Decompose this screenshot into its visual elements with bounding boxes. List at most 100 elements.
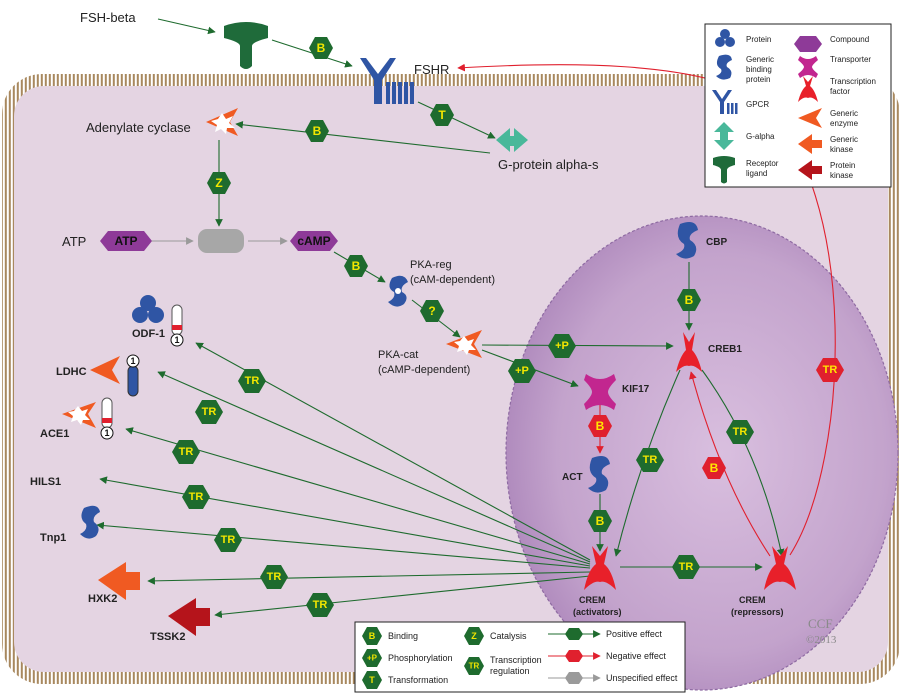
legend-compound-icon bbox=[794, 36, 822, 52]
crem-act-label-2: (activators) bbox=[573, 607, 622, 617]
creb1-label: CREB1 bbox=[708, 344, 742, 355]
badge-tr-tssk2: TR bbox=[306, 593, 334, 617]
svg-text:TR: TR bbox=[245, 375, 260, 387]
legend-unspecified-label: Unspecified effect bbox=[606, 673, 678, 683]
node-legend: Protein Generic binding protein GPCR G-a… bbox=[704, 23, 892, 188]
adenylate-cyclase-label: Adenylate cyclase bbox=[86, 120, 191, 135]
legend-positive-label: Positive effect bbox=[606, 629, 662, 639]
edge-tr-tssk2 bbox=[214, 575, 591, 619]
badge-creb1-crem-rep-tr: TR bbox=[726, 420, 754, 444]
crem-rep-label-1: CREM bbox=[739, 595, 766, 605]
legend-protein-kinase-2: kinase bbox=[830, 171, 854, 180]
copyright-ccf: CCF bbox=[808, 616, 833, 631]
svg-text:B: B bbox=[317, 41, 326, 55]
tssk2-label: TSSK2 bbox=[150, 631, 185, 643]
edge-tr-ace1 bbox=[125, 427, 591, 565]
svg-text:+P: +P bbox=[555, 340, 569, 352]
legend-gpcr-icon bbox=[712, 90, 738, 114]
ldhc-marker: 1 bbox=[126, 354, 140, 397]
badge-camp-binding: B bbox=[344, 255, 368, 277]
legend-catalysis-badge: Z bbox=[464, 627, 484, 645]
kif17-label: KIF17 bbox=[622, 384, 650, 395]
edge-tr-ldhc bbox=[157, 371, 591, 563]
fshr-gpcr-icon bbox=[360, 58, 414, 104]
legend-protein-icon bbox=[715, 29, 735, 47]
ldhc-label: LDHC bbox=[56, 366, 87, 378]
svg-text:TR: TR bbox=[189, 491, 204, 503]
legend-receptor-ligand-1: Receptor bbox=[746, 159, 779, 168]
legend-negative-label: Negative effect bbox=[606, 651, 666, 661]
svg-text:TR: TR bbox=[733, 426, 748, 438]
legend-catalysis-label: Catalysis bbox=[490, 631, 527, 641]
badge-act-binding: B bbox=[588, 510, 612, 532]
svg-text:B: B bbox=[313, 124, 322, 138]
creb1-transcription-factor-icon bbox=[676, 332, 702, 372]
edge-creb1-crem-rep bbox=[701, 369, 785, 557]
badge-creb1-crem-act-tr: TR bbox=[636, 448, 664, 472]
svg-text:B: B bbox=[596, 514, 605, 528]
tnp1-label: Tnp1 bbox=[40, 532, 66, 544]
badge-pka-creb1-phospho: +P bbox=[548, 334, 576, 358]
edge-badges: B T B Z B ? +P +P B B B TR TR B TR TR TR… bbox=[172, 37, 844, 617]
badge-crem-rep-creb1-negative: B bbox=[702, 457, 726, 479]
pka-cat-label-1: PKA-cat bbox=[378, 349, 418, 361]
ace1-marker-number: 1 bbox=[104, 428, 109, 438]
hils1-label: HILS1 bbox=[30, 476, 61, 488]
svg-text:+P: +P bbox=[515, 365, 529, 377]
legend-g-alpha-icon bbox=[714, 122, 734, 150]
legend-protein-label: Protein bbox=[746, 35, 771, 44]
edge-tr-tnp1 bbox=[96, 521, 591, 569]
legend-generic-binding-2: binding bbox=[746, 65, 772, 74]
kif17-transporter-icon bbox=[584, 374, 616, 410]
legend-tf-2: factor bbox=[830, 87, 850, 96]
legend-binding-label: Binding bbox=[388, 631, 418, 641]
badge-tr-hxk2: TR bbox=[260, 565, 288, 589]
odf1-label: ODF-1 bbox=[132, 328, 165, 340]
crem-rep-label-2: (repressors) bbox=[731, 607, 784, 617]
badge-tr-odf1: TR bbox=[238, 369, 266, 393]
g-alpha-icon bbox=[496, 128, 528, 152]
legend-binding-protein-icon bbox=[716, 54, 732, 80]
atp-compound-icon: ATP bbox=[100, 231, 152, 251]
receptor-ligand-icon bbox=[224, 22, 268, 69]
svg-text:+P: +P bbox=[367, 654, 378, 663]
ace1-label: ACE1 bbox=[40, 428, 69, 440]
legend-positive-hex bbox=[565, 628, 583, 640]
fsh-beta-label: FSH-beta bbox=[80, 10, 136, 25]
cbp-label: CBP bbox=[706, 237, 727, 248]
svg-text:T: T bbox=[438, 108, 446, 122]
svg-text:TR: TR bbox=[643, 454, 658, 466]
svg-text:TR: TR bbox=[313, 599, 328, 611]
odf1-protein-icon bbox=[132, 295, 164, 323]
legend-unspecified-hex bbox=[565, 672, 583, 684]
badge-crem-rep-fshr-tr: TR bbox=[816, 358, 844, 382]
ldhc-marker-number: 1 bbox=[130, 356, 135, 366]
badge-fshr-transformation: T bbox=[430, 104, 454, 126]
hxk2-kinase-icon bbox=[98, 562, 140, 600]
badge-tr-ace1: TR bbox=[172, 440, 200, 464]
camp-compound-icon: cAMP bbox=[290, 231, 338, 251]
edge-pkacat-creb1 bbox=[481, 342, 674, 350]
legend-generic-enzyme-2: enzyme bbox=[830, 119, 859, 128]
badge-tr-hils1: TR bbox=[182, 485, 210, 509]
camp-node-label: cAMP bbox=[297, 234, 330, 248]
svg-text:B: B bbox=[369, 631, 376, 641]
legend-tf-1: Transcription bbox=[830, 77, 876, 86]
legend-compound-label: Compound bbox=[830, 35, 869, 44]
badge-kif17-binding-negative: B bbox=[588, 415, 612, 437]
svg-text:B: B bbox=[685, 293, 694, 307]
legend-transporter-icon bbox=[798, 56, 818, 78]
svg-text:TR: TR bbox=[221, 534, 236, 546]
copyright-year: ©2013 bbox=[806, 634, 837, 646]
svg-text:Z: Z bbox=[215, 176, 222, 190]
legend-g-alpha-label: G-alpha bbox=[746, 132, 775, 141]
ace1-marker: 1 bbox=[100, 397, 114, 440]
edge-legend: B Binding +P Phosphorylation T Transform… bbox=[354, 621, 686, 693]
svg-text:TR: TR bbox=[679, 561, 694, 573]
legend-gpcr-label: GPCR bbox=[746, 100, 769, 109]
act-binding-protein-icon bbox=[588, 456, 610, 493]
cbp-binding-protein-icon bbox=[676, 222, 698, 259]
gray-catalysis-node bbox=[198, 229, 244, 253]
